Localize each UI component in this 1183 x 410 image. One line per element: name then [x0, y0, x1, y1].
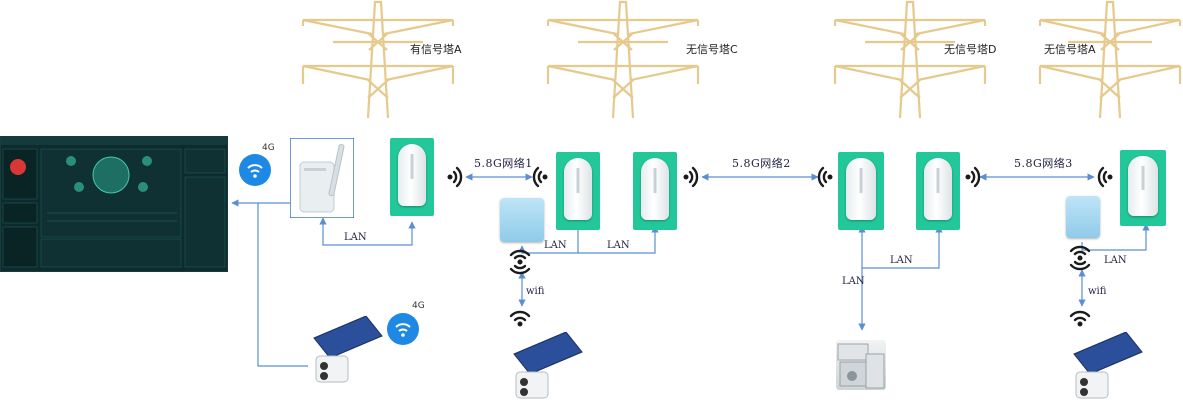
- solar-camera-2[interactable]: [506, 331, 584, 404]
- wifi-antenna-icon-4: [1069, 310, 1091, 327]
- wifi-badge-icon-2: [387, 313, 419, 345]
- cellular-line: [257, 203, 308, 367]
- lan-label-1: LAN: [344, 232, 367, 243]
- lan-line-left: [319, 217, 416, 246]
- lan-label-3: LAN: [607, 240, 630, 251]
- signal-icon-4: [817, 166, 833, 188]
- cpe-radio-5[interactable]: [916, 152, 960, 230]
- solar-camera-icon-3: [1073, 331, 1143, 399]
- solar-camera-1[interactable]: [306, 315, 384, 388]
- solar-camera-3[interactable]: [1066, 331, 1144, 404]
- dashboard-graphic: [1, 137, 227, 268]
- mini-router-2[interactable]: [1066, 196, 1100, 238]
- tower-label-3: 无信号塔D: [944, 43, 997, 56]
- gateway-icon: [837, 343, 885, 389]
- solar-camera-icon-2: [513, 331, 583, 399]
- signal-icon-1: [447, 166, 463, 188]
- lan-label-2: LAN: [544, 240, 567, 251]
- 4g-router-icon: [289, 137, 355, 219]
- signal-icon-6: [1097, 166, 1113, 188]
- signal-icon-2: [532, 166, 548, 188]
- lan-label-5: LAN: [842, 276, 865, 287]
- lan-line-2: [518, 225, 659, 254]
- monitoring-screen[interactable]: [0, 136, 228, 272]
- badge-4g-1: 4G: [262, 143, 275, 153]
- power-tower-icon-2: [546, 0, 700, 119]
- cpe-radio-2[interactable]: [556, 152, 600, 230]
- link-label-2: 5.8G网络2: [732, 157, 791, 170]
- wifi-label-2: wifi: [1088, 286, 1107, 297]
- signal-icon-5: [965, 166, 981, 188]
- signal-icon-3: [683, 166, 699, 188]
- cpe-radio-6[interactable]: [1120, 150, 1166, 226]
- power-tower-icon-1: [301, 0, 455, 119]
- lan-label-6: LAN: [1104, 255, 1127, 266]
- 4g-router[interactable]: [289, 137, 355, 219]
- cpe-radio-1[interactable]: [390, 138, 434, 216]
- lan-line-3: [858, 225, 943, 269]
- wifi-label-1: wifi: [526, 286, 545, 297]
- edge-gateway-device[interactable]: [836, 340, 886, 390]
- cpe-radio-3[interactable]: [633, 152, 677, 230]
- power-tower-icon-4: [1038, 0, 1182, 119]
- solar-camera-icon: [313, 315, 383, 383]
- wifi-antenna-icon-2: [509, 310, 531, 327]
- link-label-1: 5.8G网络1: [474, 157, 533, 170]
- tower-label-4: 无信号塔A: [1044, 43, 1096, 56]
- badge-4g-2: 4G: [412, 301, 425, 311]
- wifi-badge-icon-1: [239, 154, 271, 186]
- wifi-antenna-icon-3: [1069, 245, 1091, 271]
- lan-label-4: LAN: [890, 255, 913, 266]
- link-label-3: 5.8G网络3: [1014, 157, 1073, 170]
- cpe-radio-4[interactable]: [838, 152, 884, 230]
- power-tower-icon-3: [833, 0, 987, 119]
- mini-router-1[interactable]: [500, 198, 544, 242]
- wifi-antenna-icon-1: [509, 249, 531, 275]
- tower-label-1: 有信号塔A: [410, 43, 462, 56]
- tower-label-2: 无信号塔C: [686, 43, 738, 56]
